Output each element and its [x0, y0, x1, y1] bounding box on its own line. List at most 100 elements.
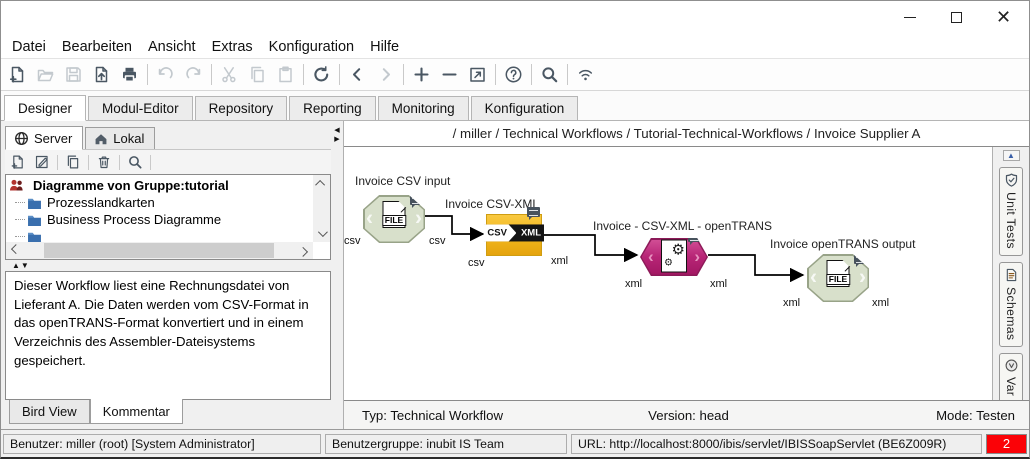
- side-tab-label: Schemas: [1004, 286, 1018, 341]
- main-toolbar: [1, 58, 1029, 91]
- comment-badge-icon[interactable]: [688, 238, 701, 245]
- new-file-button[interactable]: [4, 61, 31, 88]
- scroll-up-button[interactable]: [313, 175, 330, 192]
- help-button[interactable]: [500, 61, 527, 88]
- comment-badge-icon[interactable]: [854, 254, 867, 267]
- zoom-out-button[interactable]: [436, 61, 463, 88]
- publish-button[interactable]: [88, 61, 115, 88]
- scroll-down-button[interactable]: [313, 225, 330, 242]
- gear-icon: ⚙: [671, 241, 685, 259]
- globe-icon: [15, 132, 28, 145]
- node-file-output[interactable]: ‹ › FILE: [807, 254, 869, 302]
- edit-diagram-button[interactable]: [31, 151, 53, 173]
- nav-forward-button[interactable]: [372, 61, 399, 88]
- diagram-tree: Diagramme von Gruppe:tutorial Prozesslan…: [5, 174, 331, 260]
- scroll-left-button[interactable]: [6, 242, 23, 259]
- copy-button[interactable]: [244, 61, 271, 88]
- close-button[interactable]: ✕: [980, 1, 1027, 33]
- breadcrumb[interactable]: / miller / Technical Workflows / Tutoria…: [344, 121, 1029, 147]
- tab-lokal[interactable]: Lokal: [85, 127, 156, 149]
- tree-vertical-scrollbar[interactable]: [313, 175, 330, 242]
- minimize-button[interactable]: [886, 1, 933, 33]
- notification-badge[interactable]: 2: [986, 433, 1027, 454]
- menu-ansicht[interactable]: Ansicht: [148, 38, 196, 55]
- strip-scroll-up-button[interactable]: ▲: [1002, 150, 1020, 161]
- publish-icon: [95, 66, 108, 83]
- menu-hilfe[interactable]: Hilfe: [370, 38, 400, 55]
- tree-root[interactable]: Diagramme von Gruppe:tutorial: [9, 177, 313, 194]
- comment-badge-icon[interactable]: [410, 195, 423, 208]
- tab-designer[interactable]: Designer: [4, 95, 87, 121]
- node-right-chevron-icon: ›: [859, 265, 866, 289]
- nav-back-button[interactable]: [344, 61, 371, 88]
- menu-extras[interactable]: Extras: [211, 38, 253, 55]
- copy-diagram-button[interactable]: [62, 151, 84, 173]
- refresh-button[interactable]: [308, 61, 335, 88]
- tree-horizontal-scrollbar[interactable]: [6, 242, 313, 259]
- right-tab-strip: ▲ Unit Tests Schemas Var ▼: [993, 147, 1029, 421]
- workflow-type: Typ: Technical Workflow: [362, 407, 503, 423]
- nav-back-icon: [353, 68, 361, 81]
- tab-reporting[interactable]: Reporting: [289, 96, 376, 120]
- maximize-button[interactable]: [933, 1, 980, 33]
- side-tab-unit-tests[interactable]: Unit Tests: [999, 167, 1023, 256]
- collapse-right-icon[interactable]: ▶: [334, 136, 340, 143]
- splitter-up-icon[interactable]: ▲: [12, 261, 20, 270]
- converter-banner: CSV XML: [484, 224, 544, 242]
- menu-datei[interactable]: Datei: [12, 38, 46, 55]
- collapse-left-icon[interactable]: ◀: [334, 127, 340, 134]
- redo-button[interactable]: [180, 61, 207, 88]
- side-tab-schemas[interactable]: Schemas: [999, 261, 1023, 348]
- status-bar: Benutzer: miller (root) [System Administ…: [1, 429, 1029, 457]
- tab-modul-editor[interactable]: Modul-Editor: [88, 96, 193, 120]
- delete-diagram-button[interactable]: [93, 151, 115, 173]
- fit-view-button[interactable]: [464, 61, 491, 88]
- comment-badge-icon[interactable]: [527, 207, 540, 220]
- connection-button[interactable]: [572, 61, 599, 88]
- splitter-down-icon[interactable]: ▼: [20, 261, 29, 270]
- save-button[interactable]: [60, 61, 87, 88]
- node-file-input[interactable]: ‹ › FILE: [363, 195, 425, 243]
- close-icon: ✕: [995, 7, 1012, 27]
- paste-button[interactable]: [272, 61, 299, 88]
- node-xslt-transformer[interactable]: ‹ › ⚙ ⚙: [640, 238, 708, 276]
- print-button[interactable]: [116, 61, 143, 88]
- menu-bearbeiten[interactable]: Bearbeiten: [61, 38, 132, 55]
- tab-server[interactable]: Server: [5, 126, 84, 150]
- schema-document-icon: [1006, 268, 1016, 281]
- port-in-label: xml: [625, 278, 643, 290]
- tab-repository[interactable]: Repository: [194, 96, 288, 120]
- scroll-right-button[interactable]: [296, 242, 313, 259]
- workflow-canvas: / miller / Technical Workflows / Tutoria…: [343, 121, 1029, 429]
- panel-splitter-vertical[interactable]: ◀ ▶: [331, 121, 343, 429]
- tree-item-label: Prozesslandkarten: [47, 195, 155, 210]
- tab-konfiguration[interactable]: Konfiguration: [470, 96, 579, 120]
- diagram-area[interactable]: Invoice CSV input ‹ › FILE csv csv Invoi…: [344, 147, 993, 400]
- toolbar-separator: [150, 154, 151, 170]
- open-folder-button[interactable]: [32, 61, 59, 88]
- panel-splitter-horizontal[interactable]: ▲ ▼: [5, 260, 331, 271]
- undo-icon: [158, 67, 173, 79]
- scrollbar-thumb[interactable]: [44, 243, 274, 258]
- tab-monitoring[interactable]: Monitoring: [377, 96, 469, 120]
- tab-bird-view[interactable]: Bird View: [9, 400, 90, 424]
- menu-konfiguration[interactable]: Konfiguration: [268, 38, 355, 55]
- cut-button[interactable]: [216, 61, 243, 88]
- tree-item-business-process-diagramme[interactable]: Business Process Diagramme: [9, 211, 313, 228]
- content-area: Server Lokal: [1, 121, 1029, 429]
- tree-item-prozesslandkarten[interactable]: Prozesslandkarten: [9, 194, 313, 211]
- port-in-label: xml: [783, 297, 801, 309]
- tab-kommentar[interactable]: Kommentar: [89, 399, 183, 424]
- side-tab-var[interactable]: Var: [999, 353, 1023, 404]
- toolbar-separator: [567, 64, 568, 85]
- node-left-chevron-icon: ‹: [366, 206, 373, 230]
- comment-text-area[interactable]: Dieser Workflow liest eine Rechnungsdate…: [5, 271, 331, 400]
- search-diagram-button[interactable]: [124, 151, 146, 173]
- search-button[interactable]: [536, 61, 563, 88]
- undo-button[interactable]: [152, 61, 179, 88]
- zoom-in-button[interactable]: [408, 61, 435, 88]
- new-diagram-button[interactable]: [7, 151, 29, 173]
- node-csv-xml-converter[interactable]: CSV XML: [484, 207, 544, 256]
- tree-item-partial[interactable]: [9, 228, 313, 242]
